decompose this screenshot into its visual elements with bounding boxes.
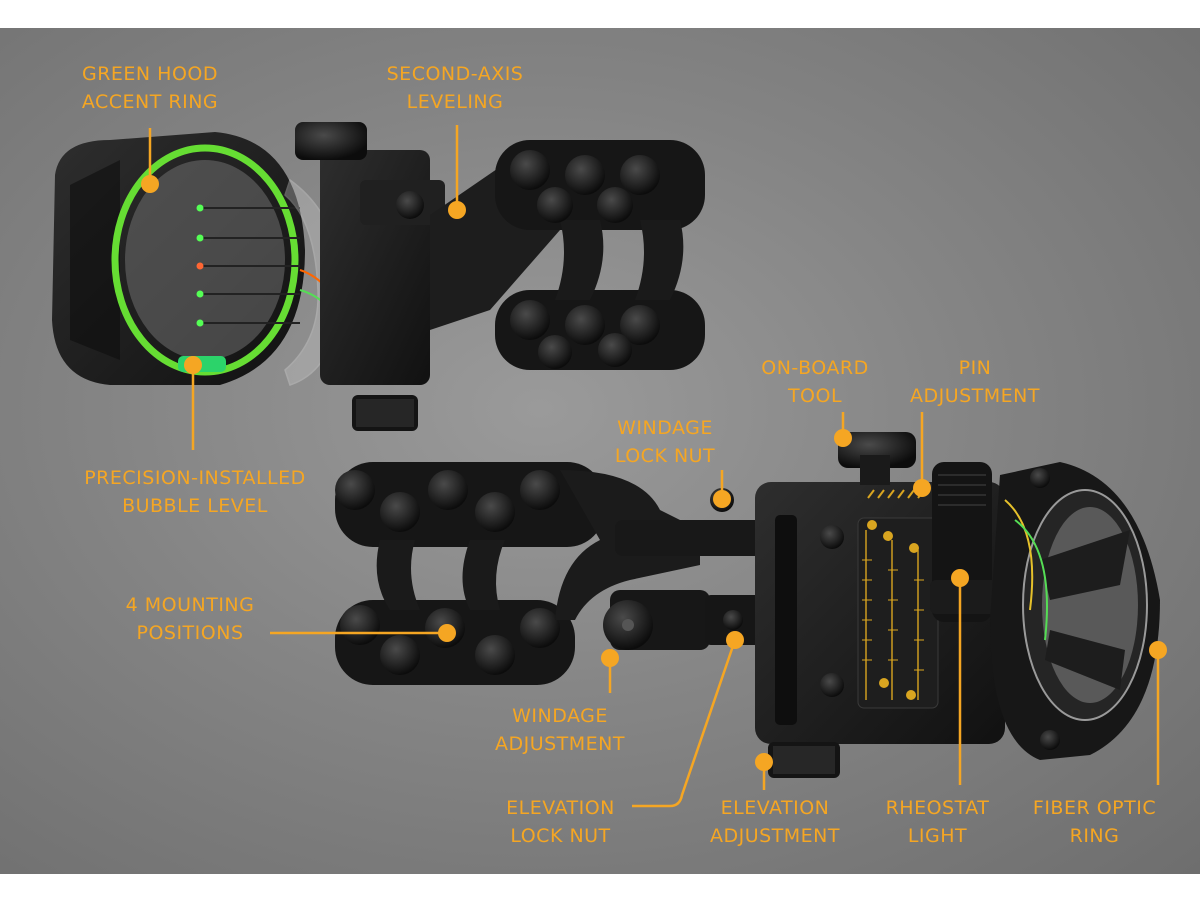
sight-pins bbox=[200, 207, 300, 324]
upper-mounting-block bbox=[495, 140, 705, 370]
second-axis-knob bbox=[396, 191, 424, 219]
dot-rheostat-light bbox=[951, 569, 969, 587]
scale-ticks bbox=[862, 559, 924, 671]
dot-fiber-optic-ring bbox=[1149, 641, 1167, 659]
dot-windage-lock-nut bbox=[713, 490, 731, 508]
dot-elevation-lock-nut bbox=[726, 631, 744, 649]
dot-on-board-tool bbox=[834, 429, 852, 447]
leader-elevation-lock-nut bbox=[632, 639, 737, 808]
callout-leaders bbox=[148, 125, 1160, 808]
dot-precision-installed-bubble-level bbox=[184, 356, 202, 374]
bow-sight-illustration bbox=[52, 122, 1167, 808]
pin-scale-plate bbox=[857, 517, 939, 709]
lower-sight bbox=[335, 432, 1160, 778]
dot-second-axis-leveling bbox=[448, 201, 466, 219]
dot-windage-adjustment bbox=[601, 649, 619, 667]
dot-green-hood-accent-ring bbox=[141, 175, 159, 193]
upper-sight bbox=[52, 122, 705, 431]
lower-mounting-block bbox=[335, 462, 605, 685]
dot-pin-adjustment bbox=[913, 479, 931, 497]
dot-elevation-adjustment bbox=[755, 753, 773, 771]
dot-4-mounting-positions bbox=[438, 624, 456, 642]
callout-dots bbox=[141, 175, 1167, 771]
